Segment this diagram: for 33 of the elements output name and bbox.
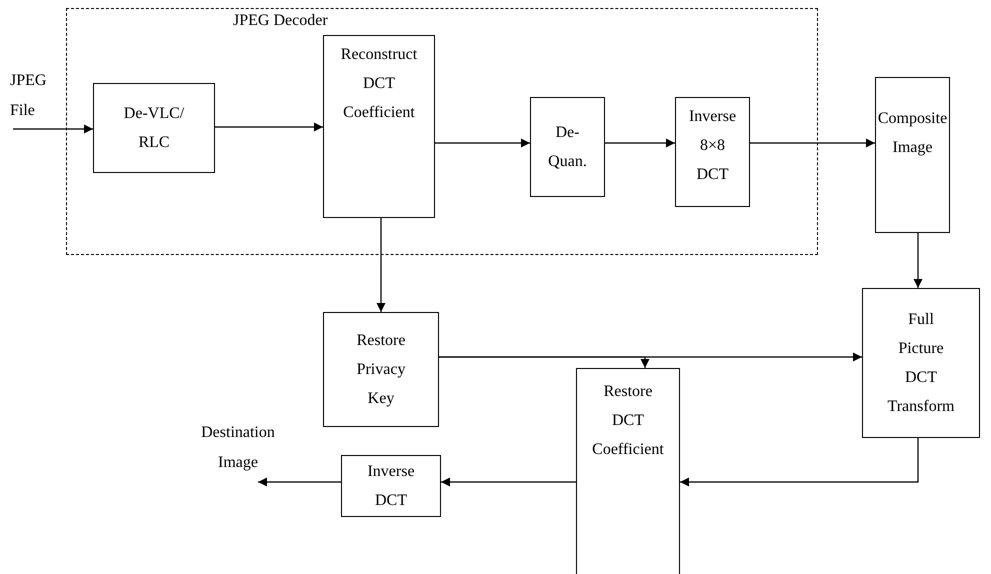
- process-box: [93, 83, 215, 173]
- arrow: [215, 122, 323, 132]
- dashed-group-frame: [66, 8, 818, 255]
- node-label: Destination Image: [200, 423, 276, 473]
- arrow: [680, 438, 919, 486]
- node-label: Composite Image: [878, 109, 948, 158]
- arrow: [13, 124, 93, 134]
- arrow: [258, 478, 341, 486]
- node-label: JPEG File: [10, 71, 48, 121]
- arrow: [750, 138, 875, 148]
- node-label: Inverse DCT: [366, 462, 416, 511]
- process-box: [530, 97, 605, 197]
- arrow: [605, 138, 675, 148]
- arrow: [435, 138, 530, 148]
- arrow: [914, 233, 922, 288]
- arrow: [376, 218, 386, 312]
- node-label: Restore Privacy Key: [356, 331, 406, 409]
- node-label: De-VLC/ RLC: [122, 104, 186, 153]
- process-box: [875, 77, 950, 233]
- process-box: [862, 288, 980, 438]
- process-box: [675, 97, 750, 207]
- node-label: Inverse 8×8 DCT: [688, 107, 738, 185]
- group-title: JPEG Decoder: [233, 11, 328, 31]
- node-label: Reconstruct DCT Coefficient: [340, 45, 418, 123]
- process-box: [341, 455, 441, 517]
- arrow: [439, 356, 650, 368]
- process-box: [323, 312, 439, 427]
- node-label: Restore DCT Coefficient: [591, 382, 665, 460]
- node-label: Full Picture DCT Transform: [886, 310, 956, 417]
- process-box: [323, 35, 435, 218]
- process-box: [576, 368, 680, 574]
- arrow: [441, 478, 576, 486]
- node-label: De- Quan.: [547, 123, 588, 172]
